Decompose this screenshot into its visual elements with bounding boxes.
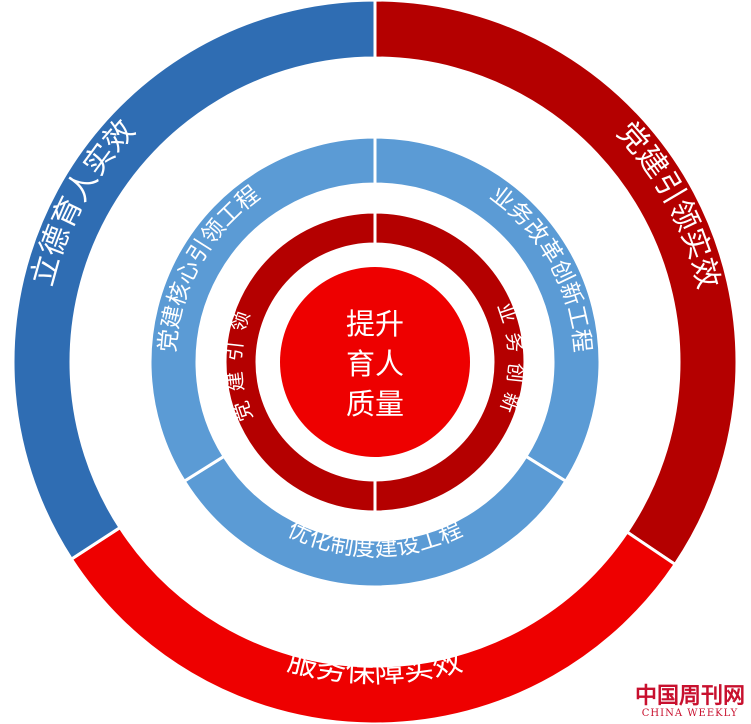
middle-segment-system-optimization <box>182 454 568 589</box>
watermark-en: CHINA WEEKLY <box>641 708 739 719</box>
inner-ring <box>223 210 527 514</box>
watermark: 中国周刊网 CHINA WEEKLY <box>635 684 745 720</box>
center-line-2: 育人 <box>346 347 404 381</box>
inner-segment-business-innovation <box>373 210 527 514</box>
watermark-cn: 中国周刊网 <box>634 683 745 709</box>
middle-segment-party-core <box>148 135 377 484</box>
middle-ring <box>148 135 602 589</box>
center-line-1: 提升 <box>346 307 404 341</box>
inner-segment-party-leadership <box>223 210 377 514</box>
center-circle <box>280 267 470 457</box>
outer-ring <box>11 0 739 724</box>
center-label: 提升 育人 质量 <box>346 307 404 421</box>
center-line-3: 质量 <box>346 387 404 421</box>
outer-segment-moral-education <box>11 0 377 562</box>
